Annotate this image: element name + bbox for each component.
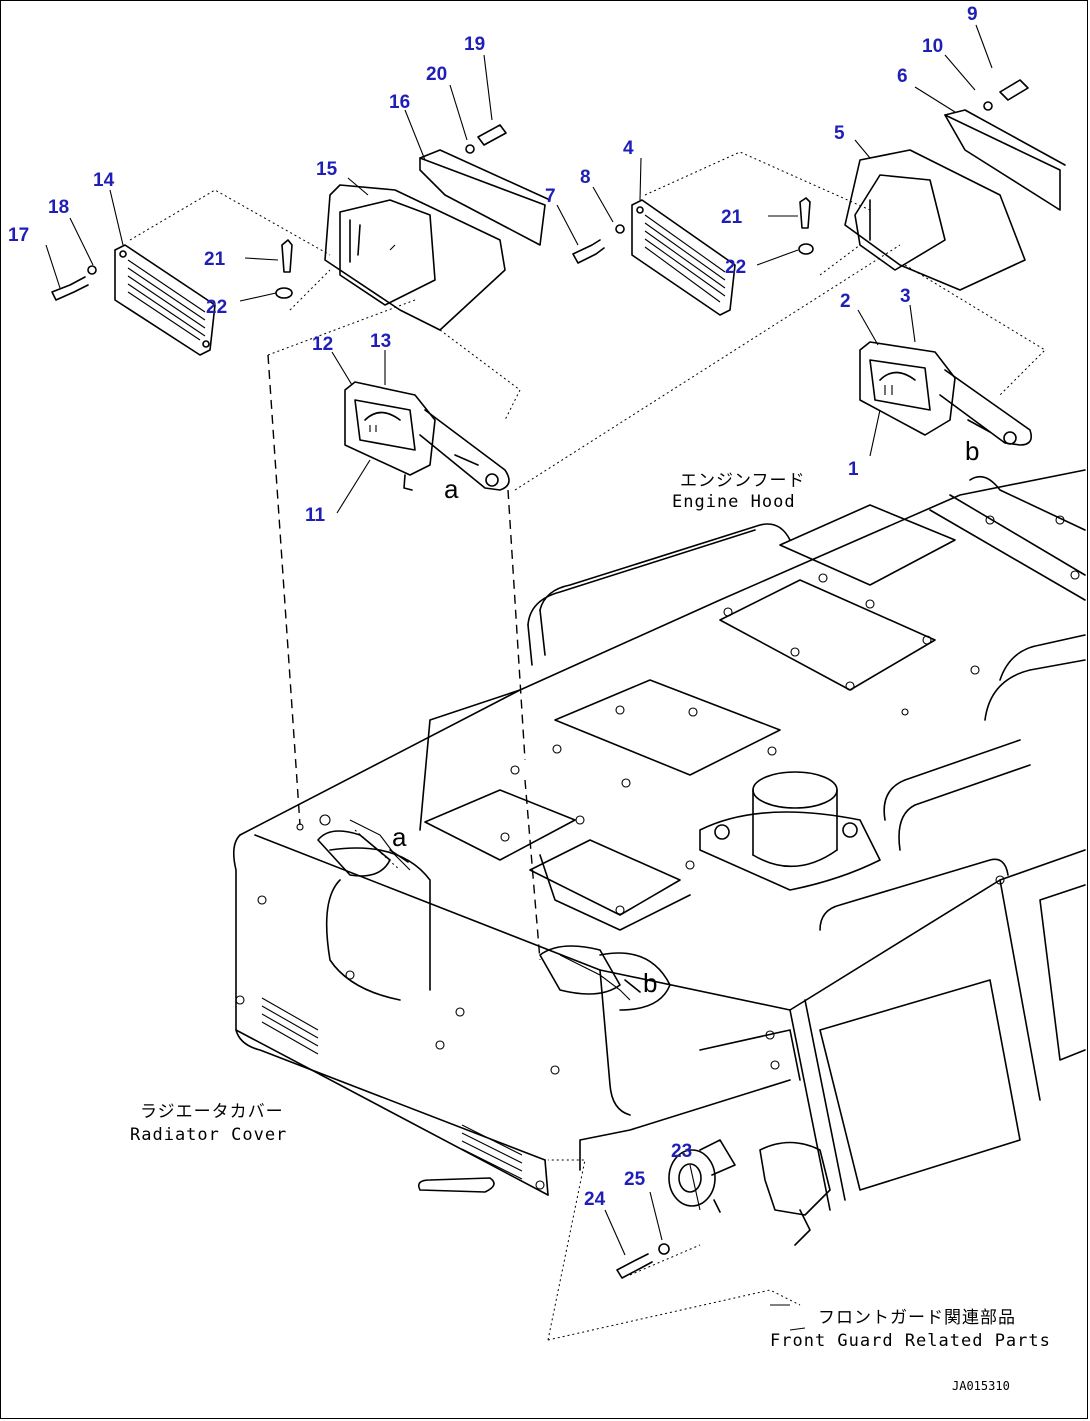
arrow-a-lower (389, 849, 409, 863)
arrow-a-upper (454, 454, 479, 466)
callout-21-right: 21 (721, 207, 743, 228)
radiator-grille (261, 997, 523, 1180)
callout-18: 18 (48, 197, 69, 218)
letter-b-lower: b (643, 968, 657, 998)
lamp-housing-right (844, 149, 1026, 291)
letter-a-lower: a (392, 822, 407, 852)
callout-8: 8 (580, 167, 591, 188)
callout-5: 5 (834, 123, 845, 144)
front-guard-label-en: Front Guard Related Parts (770, 1331, 1051, 1351)
letter-b-upper: b (965, 436, 979, 466)
bracket-right (944, 109, 1066, 211)
callout-11: 11 (305, 505, 326, 526)
radiator-cover-label-jp: ラジエータカバー (140, 1102, 284, 1122)
callout-4: 4 (623, 138, 634, 159)
grille-center (631, 199, 736, 316)
machine-body (232, 469, 1086, 1211)
callout-1: 1 (848, 459, 859, 480)
hood-bolts (235, 515, 1080, 1190)
number-leaders (45, 24, 993, 1331)
callout-19: 19 (464, 34, 485, 55)
callout-7: 7 (545, 186, 556, 207)
callout-23: 23 (671, 1141, 692, 1162)
work-lamp-right (859, 341, 1033, 446)
front-guard-label-jp: フロントガード関連部品 (818, 1308, 1016, 1328)
callout-2: 2 (840, 291, 851, 312)
callout-14: 14 (93, 170, 115, 191)
callout-9: 9 (967, 4, 978, 25)
callout-13: 13 (370, 331, 391, 352)
callout-20: 20 (426, 64, 447, 85)
callout-15: 15 (316, 159, 338, 180)
callout-17: 17 (8, 225, 29, 246)
leader-lines (129, 151, 1046, 1341)
horn (668, 1139, 831, 1246)
grille-left (114, 244, 216, 356)
drawing-code: JA015310 (952, 1379, 1010, 1393)
callout-12: 12 (312, 334, 333, 355)
callout-24: 24 (584, 1189, 606, 1210)
lamp-housing-left (324, 184, 506, 331)
callout-10: 10 (922, 36, 943, 57)
callout-16: 16 (389, 92, 410, 113)
bracket-left (419, 149, 551, 246)
engine-hood-label-jp: エンジンフード (680, 471, 806, 491)
callout-numbers: 1 2 3 4 5 6 7 8 9 10 11 12 13 14 15 16 1… (8, 4, 978, 1210)
callout-22-right: 22 (725, 257, 746, 278)
callout-letters: a b a b (389, 419, 991, 998)
callout-21-left: 21 (204, 249, 226, 270)
work-lamp-left (344, 381, 510, 491)
radiator-cover-label-en: Radiator Cover (130, 1125, 287, 1145)
component-labels: エンジンフード Engine Hood ラジエータカバー Radiator Co… (130, 471, 1051, 1393)
letter-a-upper: a (444, 474, 459, 504)
arrow-b-lower (624, 979, 641, 993)
callout-3: 3 (900, 286, 911, 307)
engine-hood-label-en: Engine Hood (672, 492, 796, 512)
callout-22-left: 22 (206, 297, 227, 318)
callout-25: 25 (624, 1169, 646, 1190)
arrow-b-upper (967, 419, 991, 433)
callout-6: 6 (897, 66, 908, 87)
alignment-lines (267, 354, 541, 961)
